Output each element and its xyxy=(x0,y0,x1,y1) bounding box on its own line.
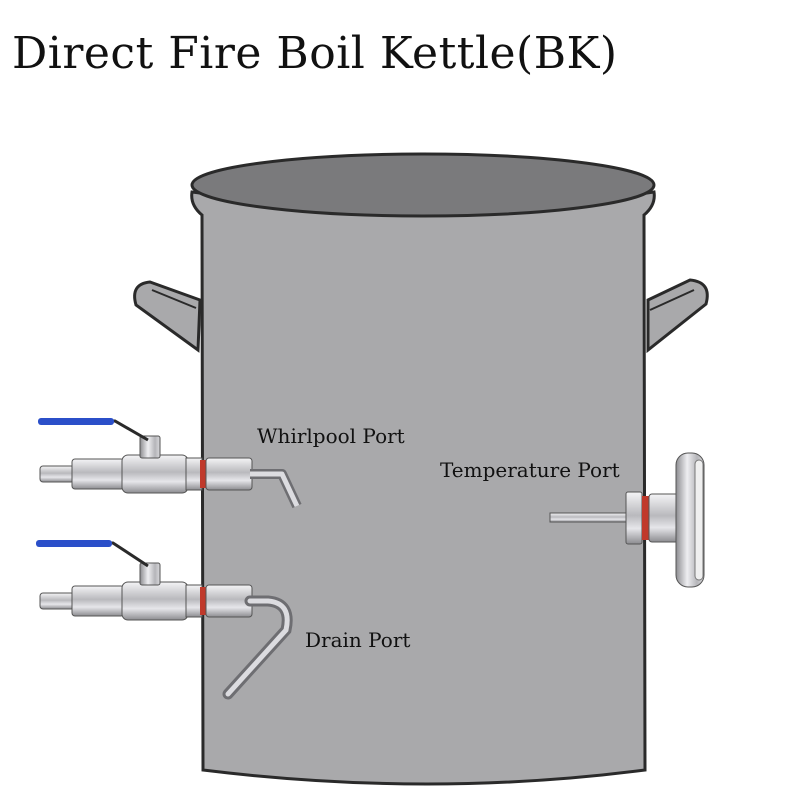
thermometer-probe xyxy=(549,512,633,523)
right-handle xyxy=(646,278,709,354)
thermometer-gasket xyxy=(642,496,649,540)
temperature-port-label: Temperature Port xyxy=(440,458,620,482)
kettle-body xyxy=(190,190,656,786)
whirlpool-valve-assembly xyxy=(38,418,302,509)
whirlpool-valve-handle xyxy=(38,418,114,425)
whirlpool-gasket xyxy=(200,460,207,488)
drain-gasket xyxy=(200,587,207,615)
drain-valve-handle xyxy=(36,540,112,547)
drain-port-label: Drain Port xyxy=(305,628,411,652)
drain-valve-assembly xyxy=(36,540,293,700)
thermometer-assembly xyxy=(549,452,705,588)
left-handle xyxy=(133,280,202,353)
kettle-opening xyxy=(190,152,656,218)
whirlpool-port-label: Whirlpool Port xyxy=(257,424,405,448)
diagram-title: Direct Fire Boil Kettle(BK) xyxy=(12,28,618,79)
